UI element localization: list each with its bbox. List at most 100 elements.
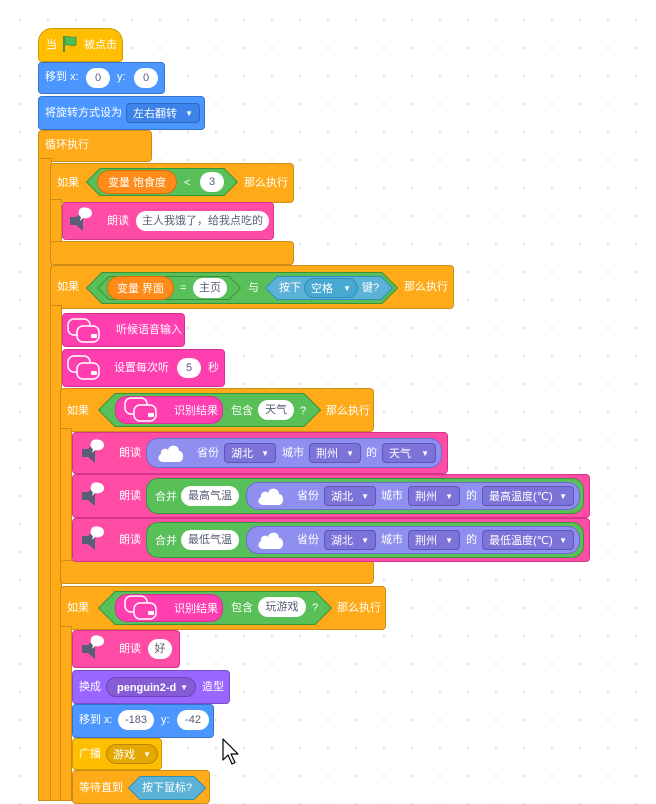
- weather-field-dropdown[interactable]: 天气 ▼: [382, 443, 436, 463]
- var-prefix: 变量: [116, 283, 139, 295]
- variable-screen[interactable]: 变量 界面: [107, 276, 174, 300]
- mouse-cursor-icon: [222, 738, 239, 765]
- if4-arm: [60, 626, 72, 801]
- contains-label: 包含: [231, 602, 253, 614]
- province-dropdown[interactable]: 湖北 ▼: [324, 486, 376, 506]
- y-input[interactable]: 0: [134, 68, 158, 88]
- city-label: 城市: [381, 534, 403, 546]
- speak-label: 朗读: [119, 447, 141, 459]
- key-suffix: 键?: [362, 282, 380, 294]
- city-label: 城市: [381, 490, 403, 502]
- chevron-down-icon: ▼: [343, 284, 351, 293]
- chevron-down-icon: ▼: [346, 449, 354, 458]
- result-label: 识别结果: [174, 603, 218, 615]
- chevron-down-icon: ▼: [185, 109, 193, 118]
- if1-then-label: 那么执行: [244, 177, 288, 189]
- goto-label: 移到 x:: [45, 71, 79, 83]
- lt-value-input[interactable]: 3: [200, 172, 224, 192]
- if3-arm: [60, 428, 72, 564]
- city-label: 城市: [282, 447, 304, 459]
- weather-field-value: 最高温度(℃): [489, 491, 553, 503]
- chevron-down-icon: ▼: [261, 449, 269, 458]
- switch-costume-block[interactable]: [72, 670, 230, 704]
- costume-suffix: 造型: [202, 681, 224, 693]
- weather-field-dropdown[interactable]: 最低温度(℃) ▼: [482, 530, 574, 550]
- speak-text-input[interactable]: 主人我饿了，给我点吃的: [136, 211, 269, 231]
- forever-block[interactable]: [38, 130, 152, 162]
- chevron-down-icon: ▼: [180, 683, 188, 692]
- if4-then-label: 那么执行: [337, 602, 381, 614]
- speech-recognition-icon: [124, 595, 157, 620]
- chevron-down-icon: ▼: [559, 492, 567, 501]
- province-dropdown[interactable]: 湖北 ▼: [324, 530, 376, 550]
- city-dropdown[interactable]: 荆州 ▼: [408, 530, 460, 550]
- contains-value-input[interactable]: 玩游戏: [258, 597, 306, 617]
- city-value: 荆州: [415, 535, 437, 547]
- chevron-down-icon: ▼: [445, 536, 453, 545]
- speak-label: 朗读: [119, 534, 141, 546]
- var-prefix: 变量: [107, 177, 130, 189]
- join-text-input[interactable]: 最高气温: [181, 486, 239, 506]
- recognition-result-reporter[interactable]: 识别结果: [115, 594, 223, 622]
- contains-value-input[interactable]: 天气: [258, 400, 294, 420]
- costume-label: 换成: [79, 681, 101, 693]
- equals-symbol: =: [180, 282, 187, 294]
- speak-text-input[interactable]: 好: [148, 639, 172, 659]
- if3-label: 如果: [67, 405, 89, 417]
- speak-label: 朗读: [107, 215, 129, 227]
- of-label: 的: [466, 490, 477, 502]
- join-label: 合并: [155, 535, 177, 547]
- and-label: 与: [248, 282, 259, 294]
- join-label: 合并: [155, 491, 177, 503]
- province-dropdown[interactable]: 湖北 ▼: [224, 443, 276, 463]
- if4-label: 如果: [67, 602, 89, 614]
- mouse-down-shape: [128, 776, 206, 800]
- costume-dropdown[interactable]: penguin2-d ▼: [106, 677, 196, 697]
- province-value: 湖北: [331, 491, 353, 503]
- speech-recognition-icon: [124, 397, 157, 422]
- province-label: 省份: [297, 534, 319, 546]
- if2-then-label: 那么执行: [404, 281, 448, 293]
- weather-field-dropdown[interactable]: 最高温度(℃) ▼: [482, 486, 574, 506]
- costume-value: penguin2-d: [117, 682, 177, 694]
- set-listen-label: 设置每次听: [114, 362, 169, 374]
- mouse-down-sensor[interactable]: [128, 776, 206, 800]
- equals-value-input[interactable]: 主页: [193, 278, 227, 298]
- chevron-down-icon: ▼: [361, 492, 369, 501]
- key-dropdown[interactable]: 空格 ▼: [304, 278, 358, 298]
- if2-label: 如果: [57, 281, 79, 293]
- recognition-result-reporter[interactable]: 识别结果: [115, 396, 223, 424]
- city-dropdown[interactable]: 荆州 ▼: [408, 486, 460, 506]
- green-flag-icon: [63, 35, 77, 52]
- city-value: 荆州: [415, 491, 437, 503]
- speaker-icon: [78, 635, 106, 663]
- y-input[interactable]: -42: [177, 710, 209, 730]
- x-input[interactable]: 0: [86, 68, 110, 88]
- chevron-down-icon: ▼: [143, 750, 151, 759]
- province-value: 湖北: [231, 448, 253, 460]
- listen-seconds-input[interactable]: 5: [177, 358, 201, 378]
- variable-hunger[interactable]: 变量 饱食度: [97, 170, 177, 194]
- question-mark: ?: [300, 405, 307, 417]
- weather-field-value: 最低温度(℃): [489, 535, 553, 547]
- broadcast-dropdown[interactable]: 游戏 ▼: [106, 744, 158, 764]
- clicked-label: 被点击: [84, 39, 117, 51]
- province-label: 省份: [297, 490, 319, 502]
- result-label: 识别结果: [174, 405, 218, 417]
- if1-bottom: [50, 241, 294, 265]
- speech-recognition-icon: [67, 318, 100, 343]
- when-flag-clicked-block[interactable]: [38, 28, 123, 62]
- speaker-icon: [78, 482, 106, 510]
- rotation-label: 将旋转方式设为: [45, 107, 122, 119]
- city-dropdown[interactable]: 荆州 ▼: [309, 443, 361, 463]
- question-mark: ?: [312, 602, 319, 614]
- speak-label: 朗读: [119, 643, 141, 655]
- y-label: y:: [161, 714, 170, 726]
- join-text-input[interactable]: 最低气温: [181, 530, 239, 550]
- seconds-label: 秒: [208, 362, 219, 374]
- rotation-style-dropdown[interactable]: 左右翻转 ▼: [126, 103, 200, 123]
- cloud-icon: [258, 488, 284, 505]
- speaker-icon: [78, 439, 106, 467]
- x-input[interactable]: -183: [118, 710, 154, 730]
- chevron-down-icon: ▼: [361, 536, 369, 545]
